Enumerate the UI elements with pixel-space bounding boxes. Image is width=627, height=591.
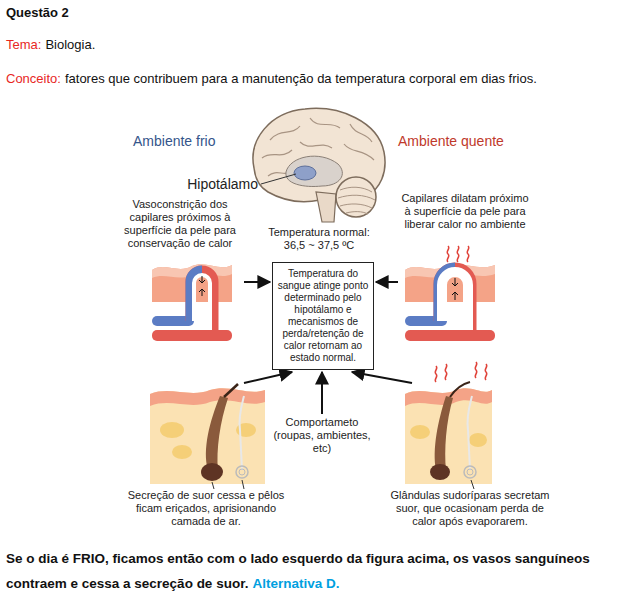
- node-text: Glândulas sudoríparas secretam suor, que…: [390, 489, 550, 528]
- side-heading: Ambiente quente: [398, 133, 504, 149]
- skin-hair-erect: [150, 384, 265, 489]
- process-box: Temperatura do sangue atinge ponto deter…: [272, 262, 374, 370]
- picture-space: [400, 231, 530, 331]
- skin-panel: Vasoconstrição dos capilares próximos à …: [118, 198, 242, 340]
- arrow-connector: [352, 372, 412, 383]
- topic-label: Tema:: [6, 37, 41, 52]
- note-label: Temperatura normal: 36,5 ~ 37,5 ºC: [258, 226, 380, 252]
- answer-choice: Alternativa D.: [252, 576, 339, 591]
- node-text: Temperatura do sangue atinge ponto deter…: [277, 268, 369, 364]
- arrow-connector: [321, 372, 323, 414]
- skin-vasodilation: [405, 246, 495, 341]
- behaviour-note: Comportameto (roupas, ambientes, etc): [266, 416, 378, 455]
- picture-space: [126, 385, 286, 489]
- picture-space: [390, 385, 550, 489]
- node-text: Vasoconstrição dos capilares próximos à …: [118, 198, 242, 250]
- answer-paragraph: Se o dia é FRIO, ficamos então com o lad…: [6, 546, 618, 591]
- leader-line: [261, 174, 296, 184]
- skin-vasoconstriction: [152, 264, 232, 341]
- skin-panel: Secreção de suor cessa e pêlos ficam eri…: [126, 385, 286, 528]
- concept-label: Conceito:: [6, 71, 61, 86]
- picture-space: [118, 250, 242, 340]
- concept-row: Conceito: fatores que contribuem para a m…: [6, 71, 537, 86]
- topic-value: Biologia.: [45, 37, 95, 52]
- topic-row: Tema: Biologia.: [6, 37, 95, 52]
- arrow-connector: [244, 372, 292, 383]
- node-text: Capilares dilatam próximo à superfície d…: [400, 192, 530, 231]
- question-title: Questão 2: [6, 5, 69, 20]
- skin-panel: Capilares dilatam próximo à superfície d…: [400, 192, 530, 331]
- side-heading: Ambiente frio: [133, 133, 215, 149]
- arrow-connector: [376, 281, 398, 283]
- part-label: Hipotálamo: [170, 176, 258, 192]
- skin-panel: Glândulas sudoríparas secretam suor, que…: [390, 385, 550, 528]
- node-text: Comportameto (roupas, ambientes, etc): [266, 416, 378, 455]
- node-text: Secreção de suor cessa e pêlos ficam eri…: [126, 489, 286, 528]
- concept-value: fatores que contribuem para a manutenção…: [65, 71, 537, 86]
- brain-drawing: [253, 108, 385, 222]
- arrow-connector: [244, 281, 270, 283]
- skin-sweating: [405, 362, 492, 489]
